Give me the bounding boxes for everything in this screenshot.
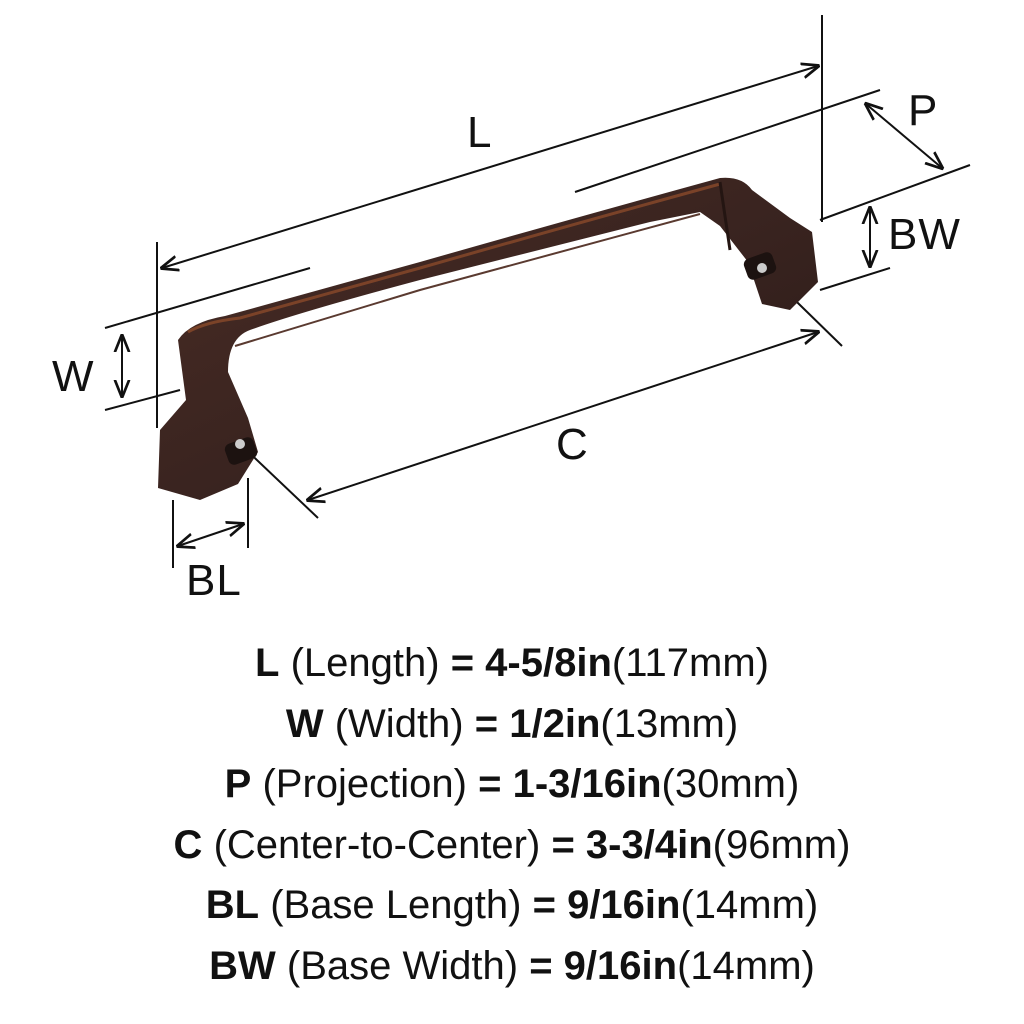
spec-key: P <box>224 762 252 806</box>
label-bl: BL <box>186 556 242 605</box>
spec-width: W (Width) = 1/2in(13mm) <box>0 694 1024 755</box>
spec-value: = 9/16in <box>532 883 681 927</box>
w-extension-bottom <box>104 389 181 411</box>
spec-name: (Center-to-Center) <box>213 822 541 867</box>
spec-name: (Projection) <box>262 762 467 806</box>
w-extension-top <box>104 267 311 329</box>
bl-dimension-line <box>178 524 243 546</box>
label-w: W <box>52 352 95 401</box>
p-extension-bottom <box>819 164 971 221</box>
spec-key: L <box>255 641 280 685</box>
spec-metric: (30mm) <box>661 762 800 806</box>
spec-metric: (14mm) <box>680 883 819 927</box>
spec-center-to-center: C (Center-to-Center) = 3-3/4in(96mm) <box>0 815 1024 876</box>
label-c: C <box>556 420 589 469</box>
spec-name: (Base Length) <box>270 883 522 927</box>
label-bw: BW <box>888 210 961 259</box>
spec-value: = 3-3/4in <box>551 822 713 867</box>
spec-value: = 1-3/16in <box>478 762 662 806</box>
spec-name: (Base Width) <box>286 943 519 988</box>
spec-metric: (13mm) <box>600 701 739 746</box>
spec-metric: (117mm) <box>611 641 769 685</box>
p-dimension-line <box>866 104 942 168</box>
spec-value: = 4-5/8in <box>450 641 612 685</box>
p-extension-top <box>574 89 881 193</box>
spec-name: (Width) <box>334 701 464 746</box>
l-dimension-line <box>162 66 818 268</box>
spec-length: L (Length) = 4-5/8in(117mm) <box>0 633 1024 694</box>
bw-extension-bottom <box>819 267 891 291</box>
spec-key: W <box>285 701 324 746</box>
c-dimension-line <box>308 332 818 500</box>
spec-metric: (14mm) <box>677 943 815 988</box>
spec-metric: (96mm) <box>712 822 851 867</box>
label-p: P <box>908 86 939 135</box>
spec-key: C <box>173 822 203 867</box>
spec-base-length: BL (Base Length) = 9/16in(14mm) <box>0 875 1024 936</box>
spec-name: (Length) <box>290 641 440 685</box>
specification-list: L (Length) = 4-5/8in(117mm) W (Width) = … <box>0 633 1024 996</box>
spec-key: BL <box>205 883 260 927</box>
handle-dimension-diagram <box>104 15 971 568</box>
spec-value: = 9/16in <box>529 943 678 988</box>
label-l: L <box>467 108 493 157</box>
spec-key: BW <box>209 943 276 988</box>
cabinet-pull-handle <box>158 177 818 500</box>
spec-value: = 1/2in <box>474 701 601 746</box>
spec-projection: P (Projection) = 1-3/16in(30mm) <box>0 754 1024 815</box>
spec-base-width: BW (Base Width) = 9/16in(14mm) <box>0 936 1024 997</box>
